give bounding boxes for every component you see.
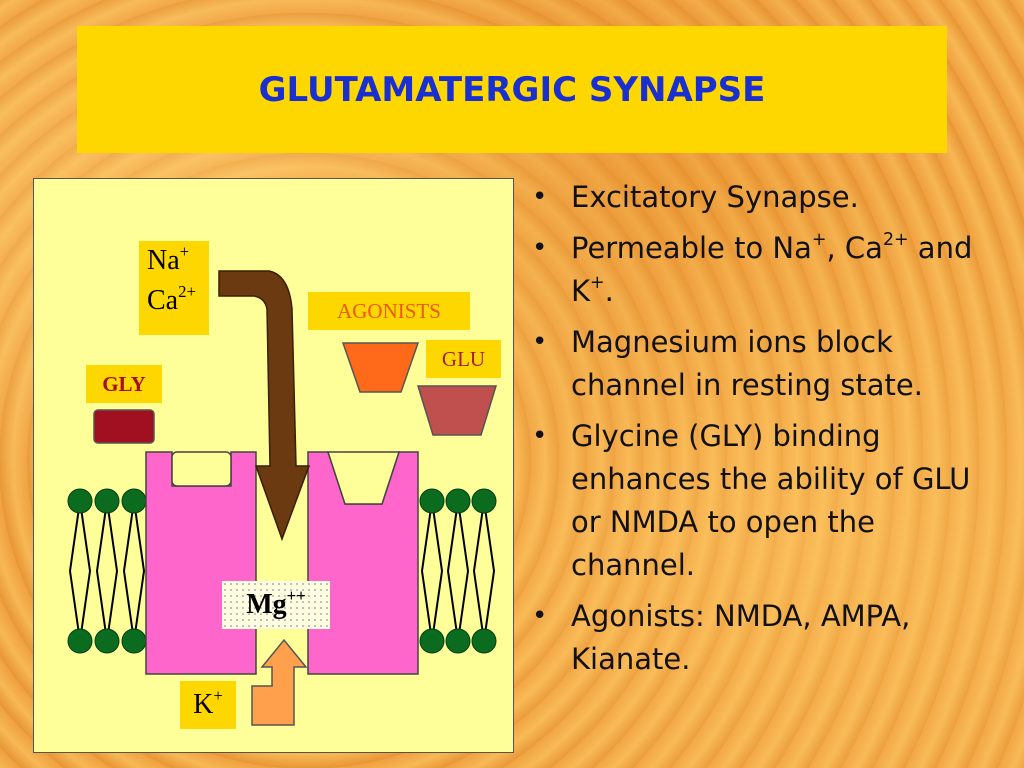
glu-ligand-shape [416, 385, 498, 436]
ca-ion-label: Ca2+ [147, 281, 196, 316]
lipid-head [471, 488, 497, 514]
bullet-glycine: Glycine (GLY) binding enhances the abili… [530, 415, 1000, 587]
na-ca-label: Na+ Ca2+ [139, 241, 209, 335]
k-ion-charge: + [213, 685, 223, 705]
mg-label: Mg++ [222, 581, 330, 629]
agonists-label: AGONISTS [308, 292, 470, 330]
glu-binding-site [326, 451, 401, 505]
na-ion-label: Na+ [147, 241, 190, 276]
bullet-excitatory: Excitatory Synapse. [530, 176, 1000, 219]
slide-title: GLUTAMATERGIC SYNAPSE [258, 69, 766, 110]
mg-ion-charge: ++ [286, 585, 306, 605]
lipid-head [67, 628, 93, 654]
bullet-list: Excitatory Synapse. Permeable to Na+, Ca… [530, 176, 1000, 689]
lipid-head [67, 488, 93, 514]
gly-label: GLY [86, 365, 162, 403]
synapse-diagram: Na+ Ca2+ AGONISTS GLU GLY Mg++ K+ [33, 178, 514, 753]
k-efflux-arrow [251, 638, 308, 726]
lipid-head [419, 628, 445, 654]
lipid-head [94, 628, 120, 654]
lipid-head [471, 628, 497, 654]
gly-binding-site [171, 451, 232, 487]
lipid-head [445, 488, 471, 514]
title-bar: GLUTAMATERGIC SYNAPSE [77, 26, 947, 153]
bullet-magnesium: Magnesium ions block channel in resting … [530, 321, 1000, 407]
ion-influx-arrow [218, 270, 311, 542]
diagram-canvas [67, 270, 498, 726]
lipid-head [94, 488, 120, 514]
lipid-head [121, 488, 147, 514]
k-ion-text: K [193, 689, 214, 720]
right-membrane [419, 488, 497, 654]
mg-ion-text: Mg [246, 589, 287, 620]
agonist-shape [341, 342, 420, 393]
lipid-head [445, 628, 471, 654]
left-membrane [67, 488, 147, 654]
lipid-head [121, 628, 147, 654]
bullet-permeable: Permeable to Na+, Ca2+ and K+. [530, 227, 1000, 313]
lipid-head [419, 488, 445, 514]
glu-label: GLU [426, 340, 501, 378]
bullet-agonists: Agonists: NMDA, AMPA, Kianate. [530, 595, 1000, 681]
gly-ligand-shape [93, 409, 155, 444]
k-label: K+ [180, 681, 236, 729]
